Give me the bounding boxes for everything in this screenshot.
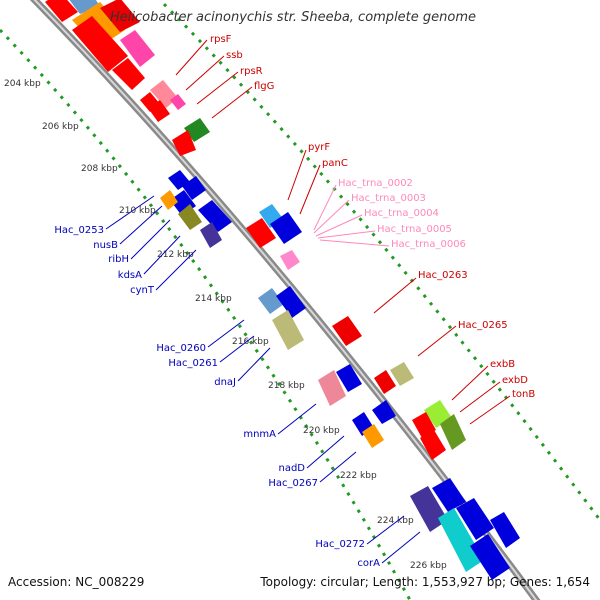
gene-arrow[interactable] [420, 430, 446, 460]
gene-label-Hac_trna_0003[interactable]: Hac_trna_0003 [351, 193, 426, 204]
reverse-leader-lines [105, 195, 421, 564]
gene-label-Hac_0267[interactable]: Hac_0267 [268, 478, 318, 489]
gene-arrow[interactable] [432, 478, 466, 512]
gene-label-rpsR[interactable]: rpsR [240, 66, 263, 77]
gene-arrow[interactable] [246, 218, 276, 248]
gene-label-Hac_0265[interactable]: Hac_0265 [458, 320, 508, 331]
gene-label-rpsF[interactable]: rpsF [210, 34, 232, 45]
gene-label-Hac_0253[interactable]: Hac_0253 [54, 225, 104, 236]
gene-arrow[interactable] [390, 362, 414, 386]
gene-label-Hac_0260[interactable]: Hac_0260 [156, 343, 206, 354]
gene-label-Hac_trna_0005[interactable]: Hac_trna_0005 [377, 224, 452, 235]
gene-arrow[interactable] [272, 310, 304, 350]
forward-leader-lines [175, 39, 511, 425]
accession-label: Accession: NC_008229 [8, 575, 145, 589]
outer-scale [157, 0, 600, 521]
gene-arrow[interactable] [112, 58, 145, 90]
gene-arrow[interactable] [100, 0, 140, 32]
gene-arrow[interactable] [120, 30, 155, 67]
gene-arrow[interactable] [276, 286, 306, 318]
scale-tick-label: 224 kbp [377, 516, 414, 526]
gene-label-Hac_trna_0004[interactable]: Hac_trna_0004 [364, 208, 439, 219]
gene-arrow[interactable] [178, 204, 202, 230]
gene-label-corA[interactable]: corA [357, 558, 380, 569]
gene-arrow[interactable] [182, 176, 206, 200]
scale-tick-label: 206 kbp [42, 122, 79, 132]
trna-gene-labels: Hac_trna_0002 Hac_trna_0003 Hac_trna_000… [338, 178, 466, 250]
gene-arrow[interactable] [65, 0, 100, 14]
gene-arrow[interactable] [200, 222, 222, 248]
gene-label-dnaJ[interactable]: dnaJ [214, 377, 236, 388]
gene-arrow[interactable] [332, 316, 362, 346]
gene-label-exbB[interactable]: exbB [490, 359, 515, 370]
inner-scale-line [0, 28, 412, 600]
trna-leader-lines [313, 184, 390, 247]
gene-arrow[interactable] [362, 424, 384, 448]
gene-label-nadD[interactable]: nadD [278, 463, 305, 474]
forward-gene-labels: rpsF ssb rpsR flgG pyrF panC Hac_0263 Ha… [210, 34, 535, 400]
scale-tick-labels: 204 kbp 206 kbp 208 kbp 210 kbp 212 kbp … [4, 79, 447, 571]
gene-label-Hac_0261[interactable]: Hac_0261 [168, 358, 218, 369]
gene-arrows-mid [160, 170, 414, 406]
scale-tick-label: 216 kbp [232, 337, 269, 347]
scale-tick-label: 222 kbp [340, 471, 377, 481]
gene-arrows-bottom [352, 400, 520, 580]
scale-tick-label: 218 kbp [268, 381, 305, 391]
gene-arrow[interactable] [456, 498, 494, 540]
reverse-gene-labels: Hac_0253 nusB ribH kdsA cynT Hac_0260 Ha… [54, 225, 380, 569]
gene-label-Hac_trna_0002[interactable]: Hac_trna_0002 [338, 178, 413, 189]
scale-tick-label: 204 kbp [4, 79, 41, 89]
gene-arrow[interactable] [280, 250, 300, 270]
gene-arrow[interactable] [372, 400, 396, 424]
genome-title: Helicobacter acinonychis str. Sheeba, co… [110, 10, 477, 25]
gene-label-mnmA[interactable]: mnmA [243, 429, 276, 440]
gene-label-nusB[interactable]: nusB [93, 240, 118, 251]
gene-arrow[interactable] [198, 200, 232, 232]
gene-arrow[interactable] [374, 370, 396, 394]
scale-tick-label: 212 kbp [157, 250, 194, 260]
scale-tick-label: 226 kbp [410, 561, 447, 571]
gene-arrows-top [45, 0, 210, 156]
gene-arrow[interactable] [45, 0, 78, 22]
gene-label-flgG[interactable]: flgG [254, 81, 274, 92]
gene-arrow[interactable] [258, 288, 284, 314]
scale-tick-label: 220 kbp [303, 426, 340, 436]
gene-arrow[interactable] [160, 190, 178, 210]
gene-arrow[interactable] [318, 370, 346, 406]
gene-arrow[interactable] [170, 94, 186, 110]
scale-tick-label: 208 kbp [81, 164, 118, 174]
gene-label-ribH[interactable]: ribH [108, 254, 129, 265]
gene-arrow[interactable] [470, 534, 510, 580]
gene-label-Hac_trna_0006[interactable]: Hac_trna_0006 [391, 239, 466, 250]
outer-scale-line [157, 0, 600, 521]
gene-label-kdsA[interactable]: kdsA [118, 270, 142, 281]
inner-scale [0, 28, 412, 600]
gene-arrow[interactable] [184, 118, 210, 142]
gene-arrow[interactable] [410, 486, 448, 532]
gene-label-panC[interactable]: panC [322, 158, 348, 169]
gene-label-ssb[interactable]: ssb [226, 50, 243, 61]
scale-tick-label: 214 kbp [195, 294, 232, 304]
gene-label-pyrF[interactable]: pyrF [308, 142, 330, 153]
gene-label-tonB[interactable]: tonB [512, 389, 535, 400]
scale-tick-label: 210 kbp [119, 206, 156, 216]
gene-arrow[interactable] [72, 16, 128, 72]
gene-arrow[interactable] [412, 412, 436, 438]
gene-arrow[interactable] [172, 130, 196, 156]
gene-arrow[interactable] [440, 414, 466, 450]
gene-label-exbD[interactable]: exbD [502, 375, 528, 386]
gene-label-Hac_0263[interactable]: Hac_0263 [418, 270, 468, 281]
gene-arrow[interactable] [270, 212, 302, 244]
gene-arrow[interactable] [490, 512, 520, 548]
gene-label-cynT[interactable]: cynT [130, 285, 155, 296]
gene-arrow[interactable] [336, 364, 362, 392]
gene-label-Hac_0272[interactable]: Hac_0272 [315, 539, 365, 550]
topology-label: Topology: circular; Length: 1,553,927 bp… [260, 575, 590, 589]
gene-arrow[interactable] [148, 100, 170, 122]
gene-arrow[interactable] [438, 508, 484, 572]
